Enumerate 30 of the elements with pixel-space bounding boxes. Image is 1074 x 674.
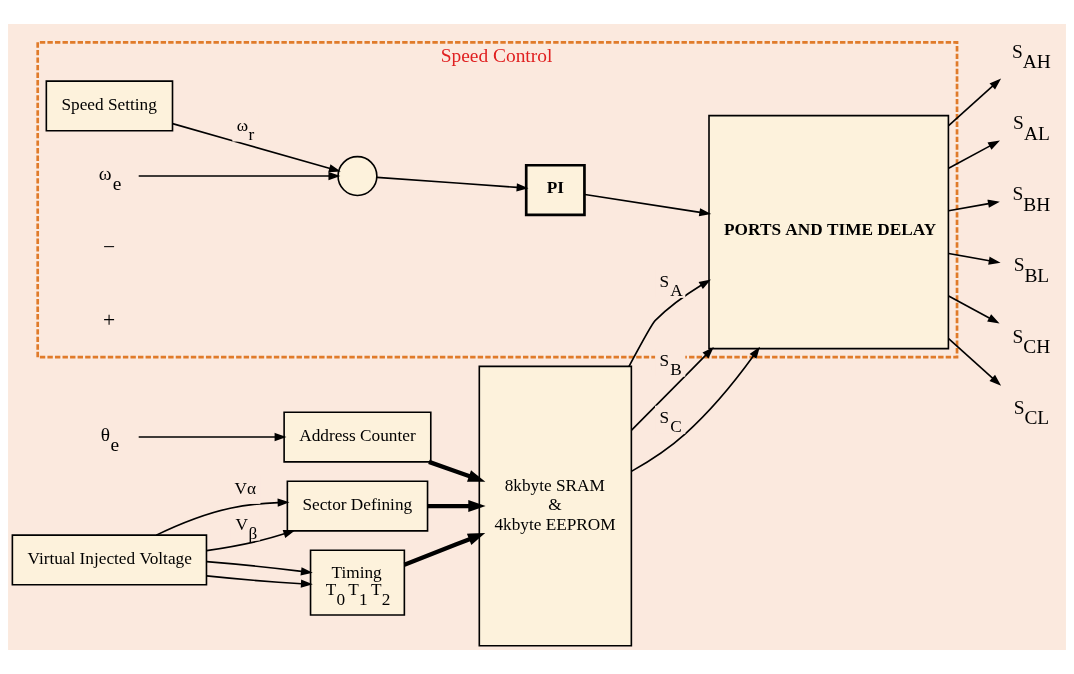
arrow [205,529,296,552]
label: + [102,308,116,333]
node-box: Sector Defining [286,480,429,532]
node-box: Address Counter [283,411,432,463]
arrow [376,176,529,192]
edge-label: Vα [234,478,257,498]
arrow [205,560,313,576]
arrow [947,295,1000,324]
node-box: PI [524,163,586,217]
arrow [947,78,1002,127]
label: − [102,234,116,259]
arrow [947,337,1002,386]
node-circle [337,155,378,197]
arrow [137,171,341,181]
arrow [947,199,1000,212]
arrow [403,533,486,567]
arrow [947,140,1000,169]
arrow [155,498,290,536]
node-box: Virtual Injected Voltage [11,534,208,586]
node-box: 8kbyte SRAM & 4kbyte EEPROM [478,365,633,647]
arrow [427,500,486,513]
arrow [205,575,313,588]
arrow [428,459,486,482]
node-box: PORTS AND TIME DELAY [708,114,950,350]
arrow [947,252,1001,265]
node-box: Speed Setting [45,80,174,132]
arrow [584,193,712,217]
arrow [628,279,711,368]
arrow [171,122,341,173]
arrow [137,432,287,442]
